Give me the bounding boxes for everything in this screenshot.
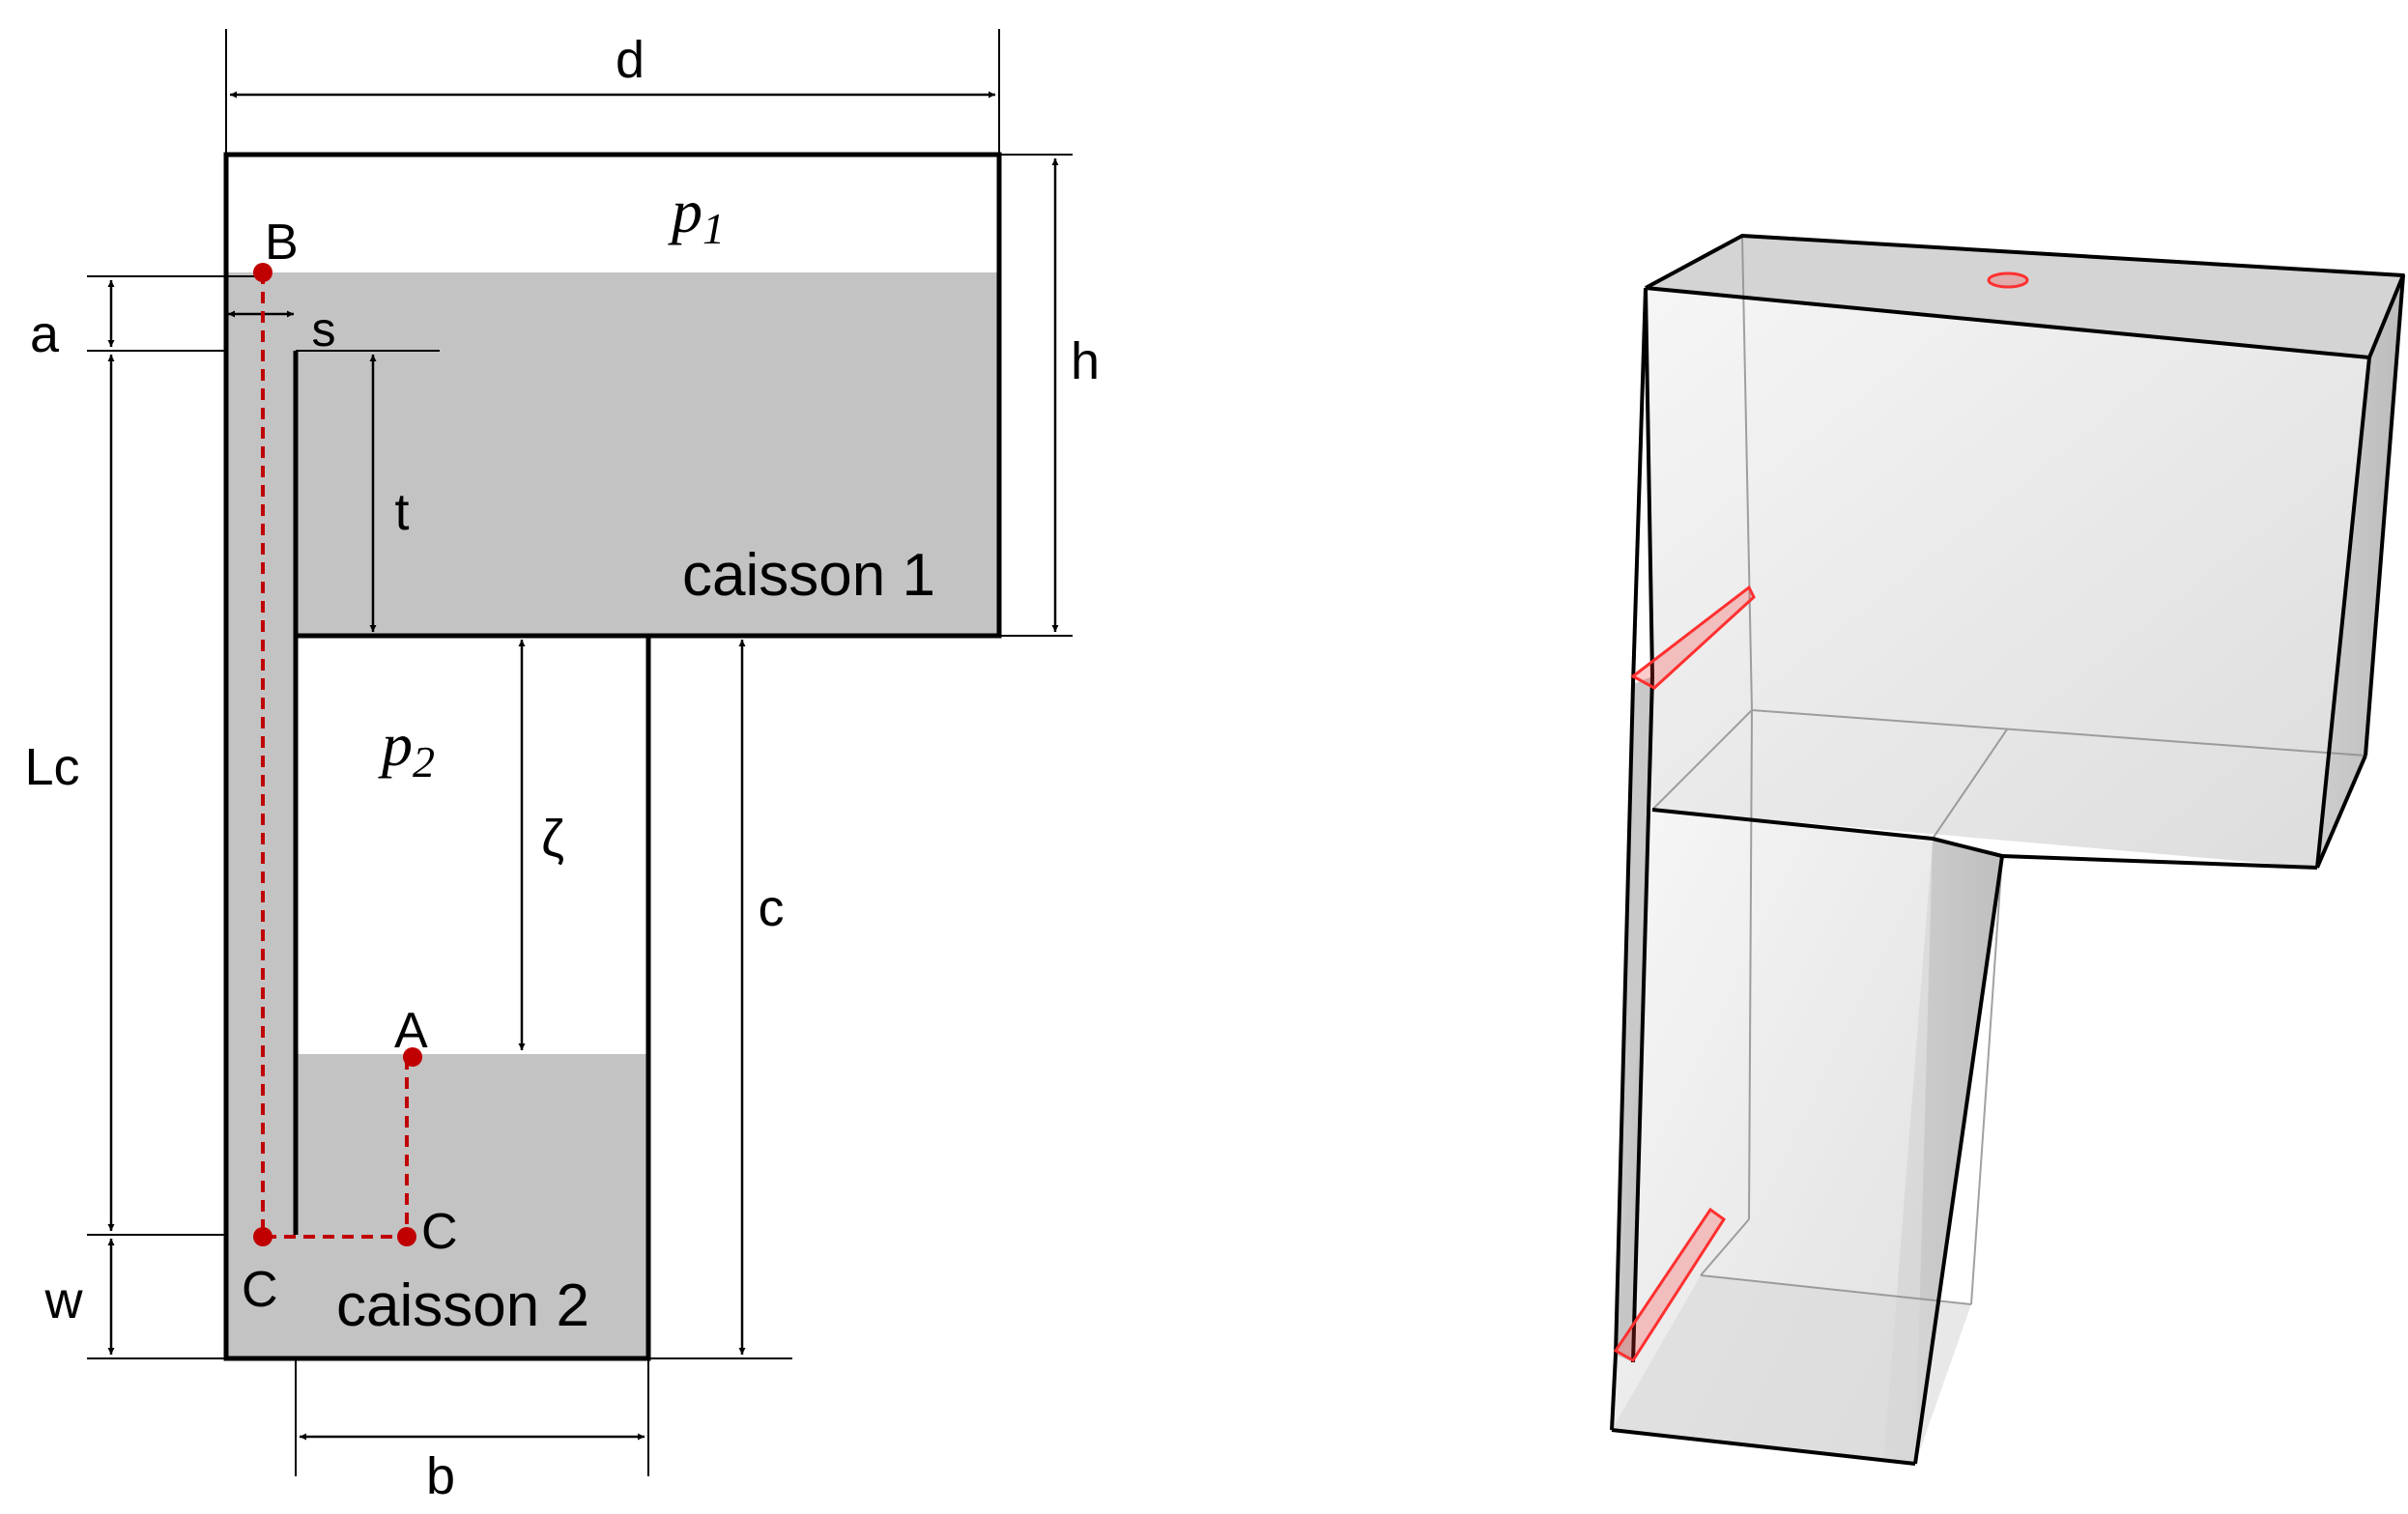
schematic-2d: d h a s t Lc ζ c w b p1 p2 caisson 1 cai… [24, 29, 1100, 1505]
point-a-marker [403, 1047, 422, 1067]
label-p1: p1 [668, 177, 725, 253]
render-3d [1610, 234, 2405, 1466]
streamline-path [253, 263, 422, 1246]
label-d: d [616, 31, 645, 89]
label-caisson-1: caisson 1 [682, 542, 935, 609]
label-point-c-right: C [421, 1204, 458, 1260]
label-p2: p2 [378, 710, 435, 786]
label-a: a [30, 305, 60, 363]
label-lc: Lc [24, 738, 79, 796]
point-b-marker [253, 263, 272, 282]
water-regions [226, 272, 999, 1358]
dimension-arrows [107, 91, 1059, 1441]
highlights [1613, 271, 2029, 1362]
label-t: t [394, 483, 409, 541]
label-p2-sub: 2 [413, 737, 435, 786]
point-c-right-marker [397, 1227, 416, 1246]
highlight-top-opening-b [1987, 271, 2029, 289]
dashed-path [261, 272, 409, 1239]
chimney-face [1616, 676, 1652, 1362]
label-point-b: B [265, 214, 299, 271]
label-caisson-2: caisson 2 [336, 1272, 589, 1339]
label-p1-base: p [668, 177, 702, 245]
highlight-chimney-top [1630, 585, 1756, 690]
label-point-a: A [394, 1003, 428, 1059]
label-w: w [44, 1271, 84, 1329]
visible-edges [1610, 234, 2405, 1466]
caisson2-bottom-face [1612, 1275, 1971, 1464]
labels: d h a s t Lc ζ c w b p1 p2 caisson 1 cai… [24, 31, 1100, 1505]
label-h: h [1071, 332, 1100, 390]
label-p1-sub: 1 [702, 204, 725, 253]
label-p2-base: p [378, 710, 413, 779]
label-s: s [312, 302, 336, 357]
water-caisson-1 [226, 272, 999, 636]
hidden-edges [1651, 235, 2366, 1305]
caisson1-top-face [1646, 236, 2403, 357]
caisson1-right-face [2317, 275, 2403, 868]
highlight-chimney-bottom [1613, 1207, 1727, 1362]
extension-lines [87, 29, 1073, 1476]
caisson1-front-face [1646, 288, 2369, 868]
label-b: b [426, 1447, 455, 1505]
label-c: c [759, 879, 785, 937]
label-point-c-left: C [242, 1262, 278, 1318]
point-c-left-marker [253, 1227, 272, 1246]
label-zeta: ζ [541, 810, 564, 868]
